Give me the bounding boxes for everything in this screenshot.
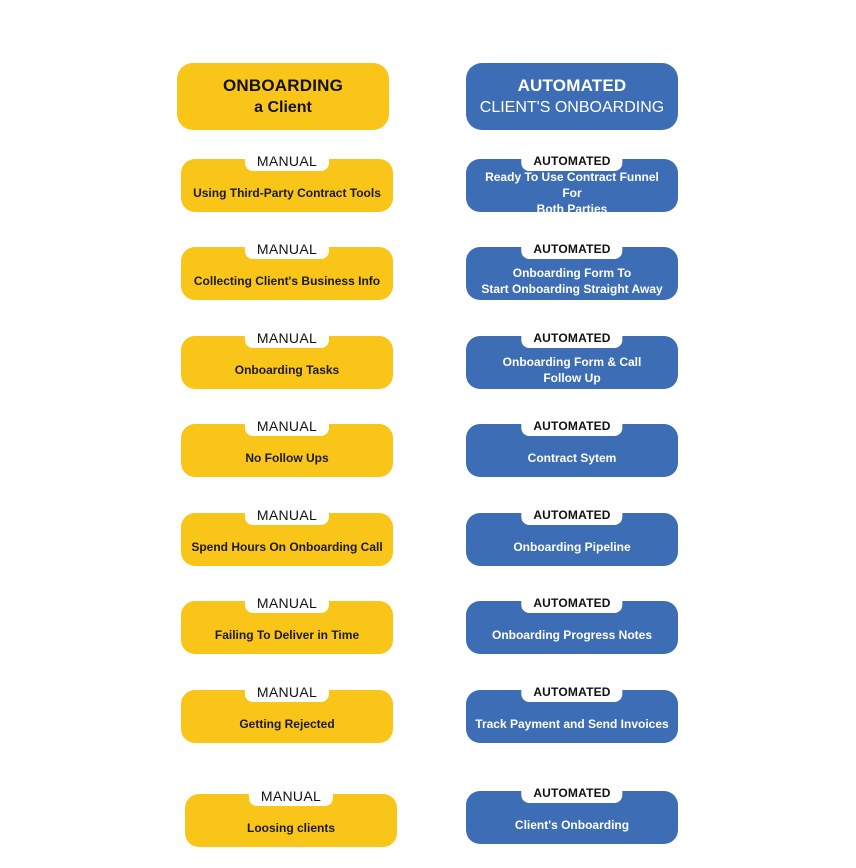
automated-tag: AUTOMATED (521, 783, 623, 803)
manual-tag: MANUAL (244, 416, 330, 436)
automated-step-8: AUTOMATED Client's Onboarding (466, 783, 678, 844)
manual-tag: MANUAL (244, 682, 330, 702)
automated-tag: AUTOMATED (521, 151, 623, 171)
manual-step-2: MANUAL Collecting Client's Business Info (181, 239, 393, 300)
automated-step-3: AUTOMATED Onboarding Form & Call Follow … (466, 328, 678, 389)
automated-step-label: Client's Onboarding (514, 817, 630, 832)
manual-tag: MANUAL (244, 239, 330, 259)
automated-step-6: AUTOMATED Onboarding Progress Notes (466, 593, 678, 654)
automated-header: AUTOMATED CLIENT'S ONBOARDING (466, 63, 678, 130)
manual-step-4: MANUAL No Follow Ups (181, 416, 393, 477)
manual-step-label: Spend Hours On Onboarding Call (191, 539, 383, 554)
automated-header-title: AUTOMATED (517, 75, 627, 95)
automated-step-label: Track Payment and Send Invoices (475, 716, 669, 731)
manual-tag: MANUAL (244, 328, 330, 348)
manual-step-label: Loosing clients (246, 820, 335, 835)
manual-step-1: MANUAL Using Third-Party Contract Tools (181, 151, 393, 212)
manual-step-6: MANUAL Failing To Deliver in Time (181, 593, 393, 654)
automated-tag: AUTOMATED (521, 239, 623, 259)
automated-step-7: AUTOMATED Track Payment and Send Invoice… (466, 682, 678, 743)
manual-header-subtitle: a Client (254, 98, 312, 116)
automated-tag: AUTOMATED (521, 328, 623, 348)
manual-header: ONBOARDING a Client (177, 63, 389, 130)
automated-step-label: Ready To Use Contract Funnel For Both Pa… (485, 169, 659, 216)
manual-tag: MANUAL (248, 786, 334, 806)
automated-tag: AUTOMATED (521, 416, 623, 436)
automated-step-label: Onboarding Form To Start Onboarding Stra… (481, 265, 663, 296)
manual-step-label: Using Third-Party Contract Tools (193, 185, 381, 200)
automated-step-1: AUTOMATED Ready To Use Contract Funnel F… (466, 151, 678, 216)
automated-step-2: AUTOMATED Onboarding Form To Start Onboa… (466, 239, 678, 300)
automated-step-label: Onboarding Form & Call Follow Up (502, 354, 642, 385)
automated-step-label: Contract Sytem (527, 450, 617, 465)
manual-tag: MANUAL (244, 505, 330, 525)
automated-step-4: AUTOMATED Contract Sytem (466, 416, 678, 477)
automated-step-label: Onboarding Pipeline (513, 539, 631, 554)
automated-tag: AUTOMATED (521, 682, 623, 702)
automated-step-label: Onboarding Progress Notes (491, 627, 653, 642)
manual-header-title: ONBOARDING (222, 75, 344, 95)
manual-step-label: No Follow Ups (245, 450, 329, 465)
automated-tag: AUTOMATED (521, 593, 623, 613)
manual-step-label: Getting Rejected (239, 716, 335, 731)
automated-step-5: AUTOMATED Onboarding Pipeline (466, 505, 678, 566)
manual-step-3: MANUAL Onboarding Tasks (181, 328, 393, 389)
manual-step-7: MANUAL Getting Rejected (181, 682, 393, 743)
manual-tag: MANUAL (244, 151, 330, 171)
manual-step-label: Onboarding Tasks (234, 362, 340, 377)
manual-step-5: MANUAL Spend Hours On Onboarding Call (181, 505, 393, 566)
manual-step-label: Collecting Client's Business Info (193, 273, 381, 288)
manual-step-8: MANUAL Loosing clients (185, 786, 397, 847)
automated-header-subtitle: CLIENT'S ONBOARDING (479, 98, 665, 116)
automated-tag: AUTOMATED (521, 505, 623, 525)
manual-tag: MANUAL (244, 593, 330, 613)
manual-step-label: Failing To Deliver in Time (214, 627, 360, 642)
